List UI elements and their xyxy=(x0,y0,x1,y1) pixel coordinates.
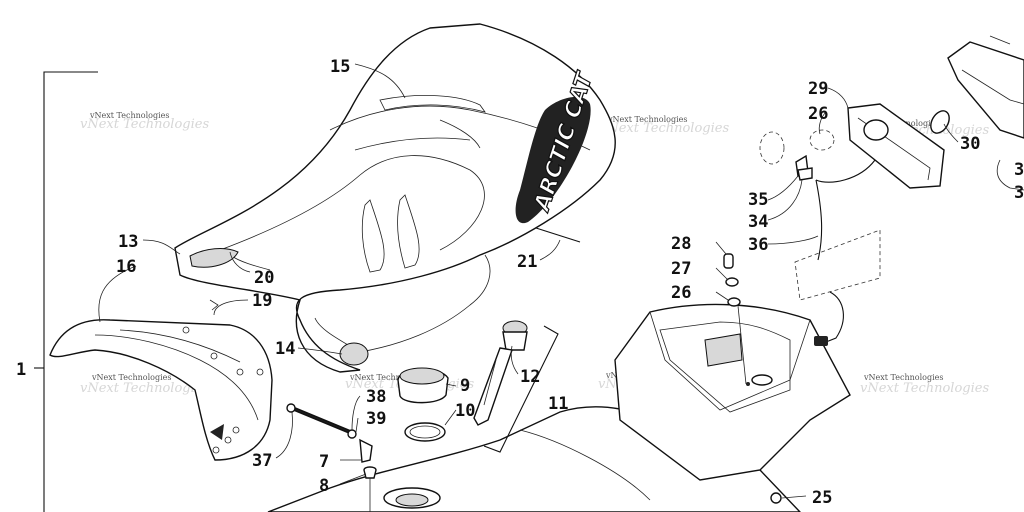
watermark-ghost: vNext Technologies xyxy=(600,121,729,136)
seat-part: ARCTIC CAT xyxy=(174,23,616,373)
callout-32-cut: 3 xyxy=(1014,183,1024,203)
callout-34: 34 xyxy=(748,212,768,232)
storage-box-part xyxy=(614,253,851,504)
callout-8: 8 xyxy=(319,476,329,496)
callout-15: 15 xyxy=(330,57,350,77)
callout-30: 30 xyxy=(960,134,980,154)
callout-39: 39 xyxy=(366,409,386,429)
callout-11: 11 xyxy=(548,394,568,414)
callout-13: 13 xyxy=(118,232,138,252)
vent-hose-part xyxy=(209,299,377,512)
callout-7: 7 xyxy=(319,452,329,472)
watermark-text: vNext Technologies xyxy=(863,373,943,382)
callout-35: 35 xyxy=(748,190,768,210)
watermark-ghost: vNext Technologies xyxy=(80,117,209,132)
callout-37: 37 xyxy=(252,451,272,471)
callout-16: 16 xyxy=(116,257,136,277)
fuel-gauge-part xyxy=(473,320,559,453)
callout-36: 36 xyxy=(748,235,768,255)
taillight-part xyxy=(759,35,1024,346)
callout-20: 20 xyxy=(254,268,274,288)
callout-28: 28 xyxy=(671,234,691,254)
callout-labels: 1 7 8 9 10 11 12 13 14 15 16 19 20 21 25… xyxy=(16,57,1024,508)
callout-19: 19 xyxy=(252,291,272,311)
watermark-text: vNext Technologies xyxy=(349,373,429,382)
callout-21: 21 xyxy=(517,252,537,272)
watermark-text: vNext Technologies xyxy=(89,111,169,120)
callout-27: 27 xyxy=(671,259,691,279)
callout-26-top: 26 xyxy=(808,104,828,124)
callout-10: 10 xyxy=(455,401,475,421)
watermark-ghost: vNext Technologies xyxy=(80,381,209,396)
callout-1: 1 xyxy=(16,360,26,380)
watermark-text: vNext Technologies xyxy=(91,373,171,382)
seat-pad-14 xyxy=(339,342,369,366)
callout-29: 29 xyxy=(808,79,828,99)
callout-31-cut: 3 xyxy=(1014,160,1024,180)
callout-14: 14 xyxy=(275,339,295,359)
rear-cowl-part xyxy=(49,319,273,461)
assembly-bracket-1 xyxy=(34,71,98,512)
callout-26-box: 26 xyxy=(671,283,691,303)
watermark-ghost: vNext Technologies xyxy=(860,381,989,396)
seat-pad-20 xyxy=(189,248,239,268)
callout-25: 25 xyxy=(812,488,832,508)
callout-38: 38 xyxy=(366,387,386,407)
leader-lines xyxy=(98,63,1024,499)
callout-9: 9 xyxy=(460,376,470,396)
callout-12: 12 xyxy=(520,367,540,387)
watermark-text: vNext Technologies xyxy=(607,115,687,124)
